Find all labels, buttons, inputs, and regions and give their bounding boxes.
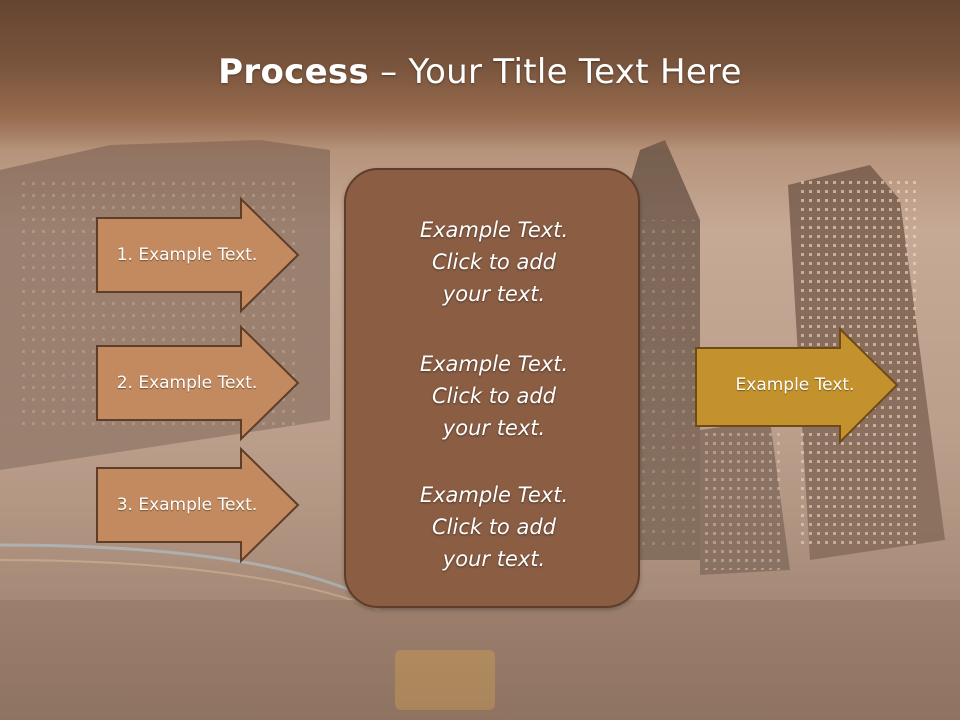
title-bold-part: Process — [218, 52, 370, 92]
title-band — [0, 0, 960, 150]
arrow-label: 2. Example Text. — [116, 373, 258, 393]
arrow-shape — [96, 196, 300, 314]
block-line-3: your text. — [442, 282, 546, 306]
block-line-1: Example Text. — [419, 483, 569, 507]
block-line-1: Example Text. — [419, 352, 569, 376]
arrow-shape — [96, 324, 300, 442]
process-arrow-3[interactable]: 3. Example Text. — [96, 446, 300, 564]
process-arrow-1[interactable]: 1. Example Text. — [96, 196, 300, 314]
block-line-2: Click to add — [431, 515, 556, 539]
center-text-block-2[interactable]: Example Text. Click to add your text. — [346, 348, 642, 444]
center-text-block-3[interactable]: Example Text. Click to add your text. — [346, 479, 642, 575]
block-line-3: your text. — [442, 547, 546, 571]
output-arrow[interactable]: Example Text. — [695, 326, 899, 445]
center-text-box[interactable]: Example Text. Click to add your text. Ex… — [344, 168, 640, 608]
arrow-label: Example Text. — [735, 375, 855, 395]
arrow-shape — [96, 446, 300, 564]
process-arrow-2[interactable]: 2. Example Text. — [96, 324, 300, 442]
slide-title[interactable]: Process – Your Title Text Here — [0, 52, 960, 92]
block-line-3: your text. — [442, 416, 546, 440]
arrow-label: 1. Example Text. — [116, 245, 258, 265]
block-line-1: Example Text. — [419, 218, 569, 242]
title-rest-part: – Your Title Text Here — [369, 52, 742, 92]
center-text-block-1[interactable]: Example Text. Click to add your text. — [346, 214, 642, 310]
block-line-2: Click to add — [431, 250, 556, 274]
block-line-2: Click to add — [431, 384, 556, 408]
arrow-shape — [695, 326, 899, 445]
arrow-label: 3. Example Text. — [116, 495, 258, 515]
